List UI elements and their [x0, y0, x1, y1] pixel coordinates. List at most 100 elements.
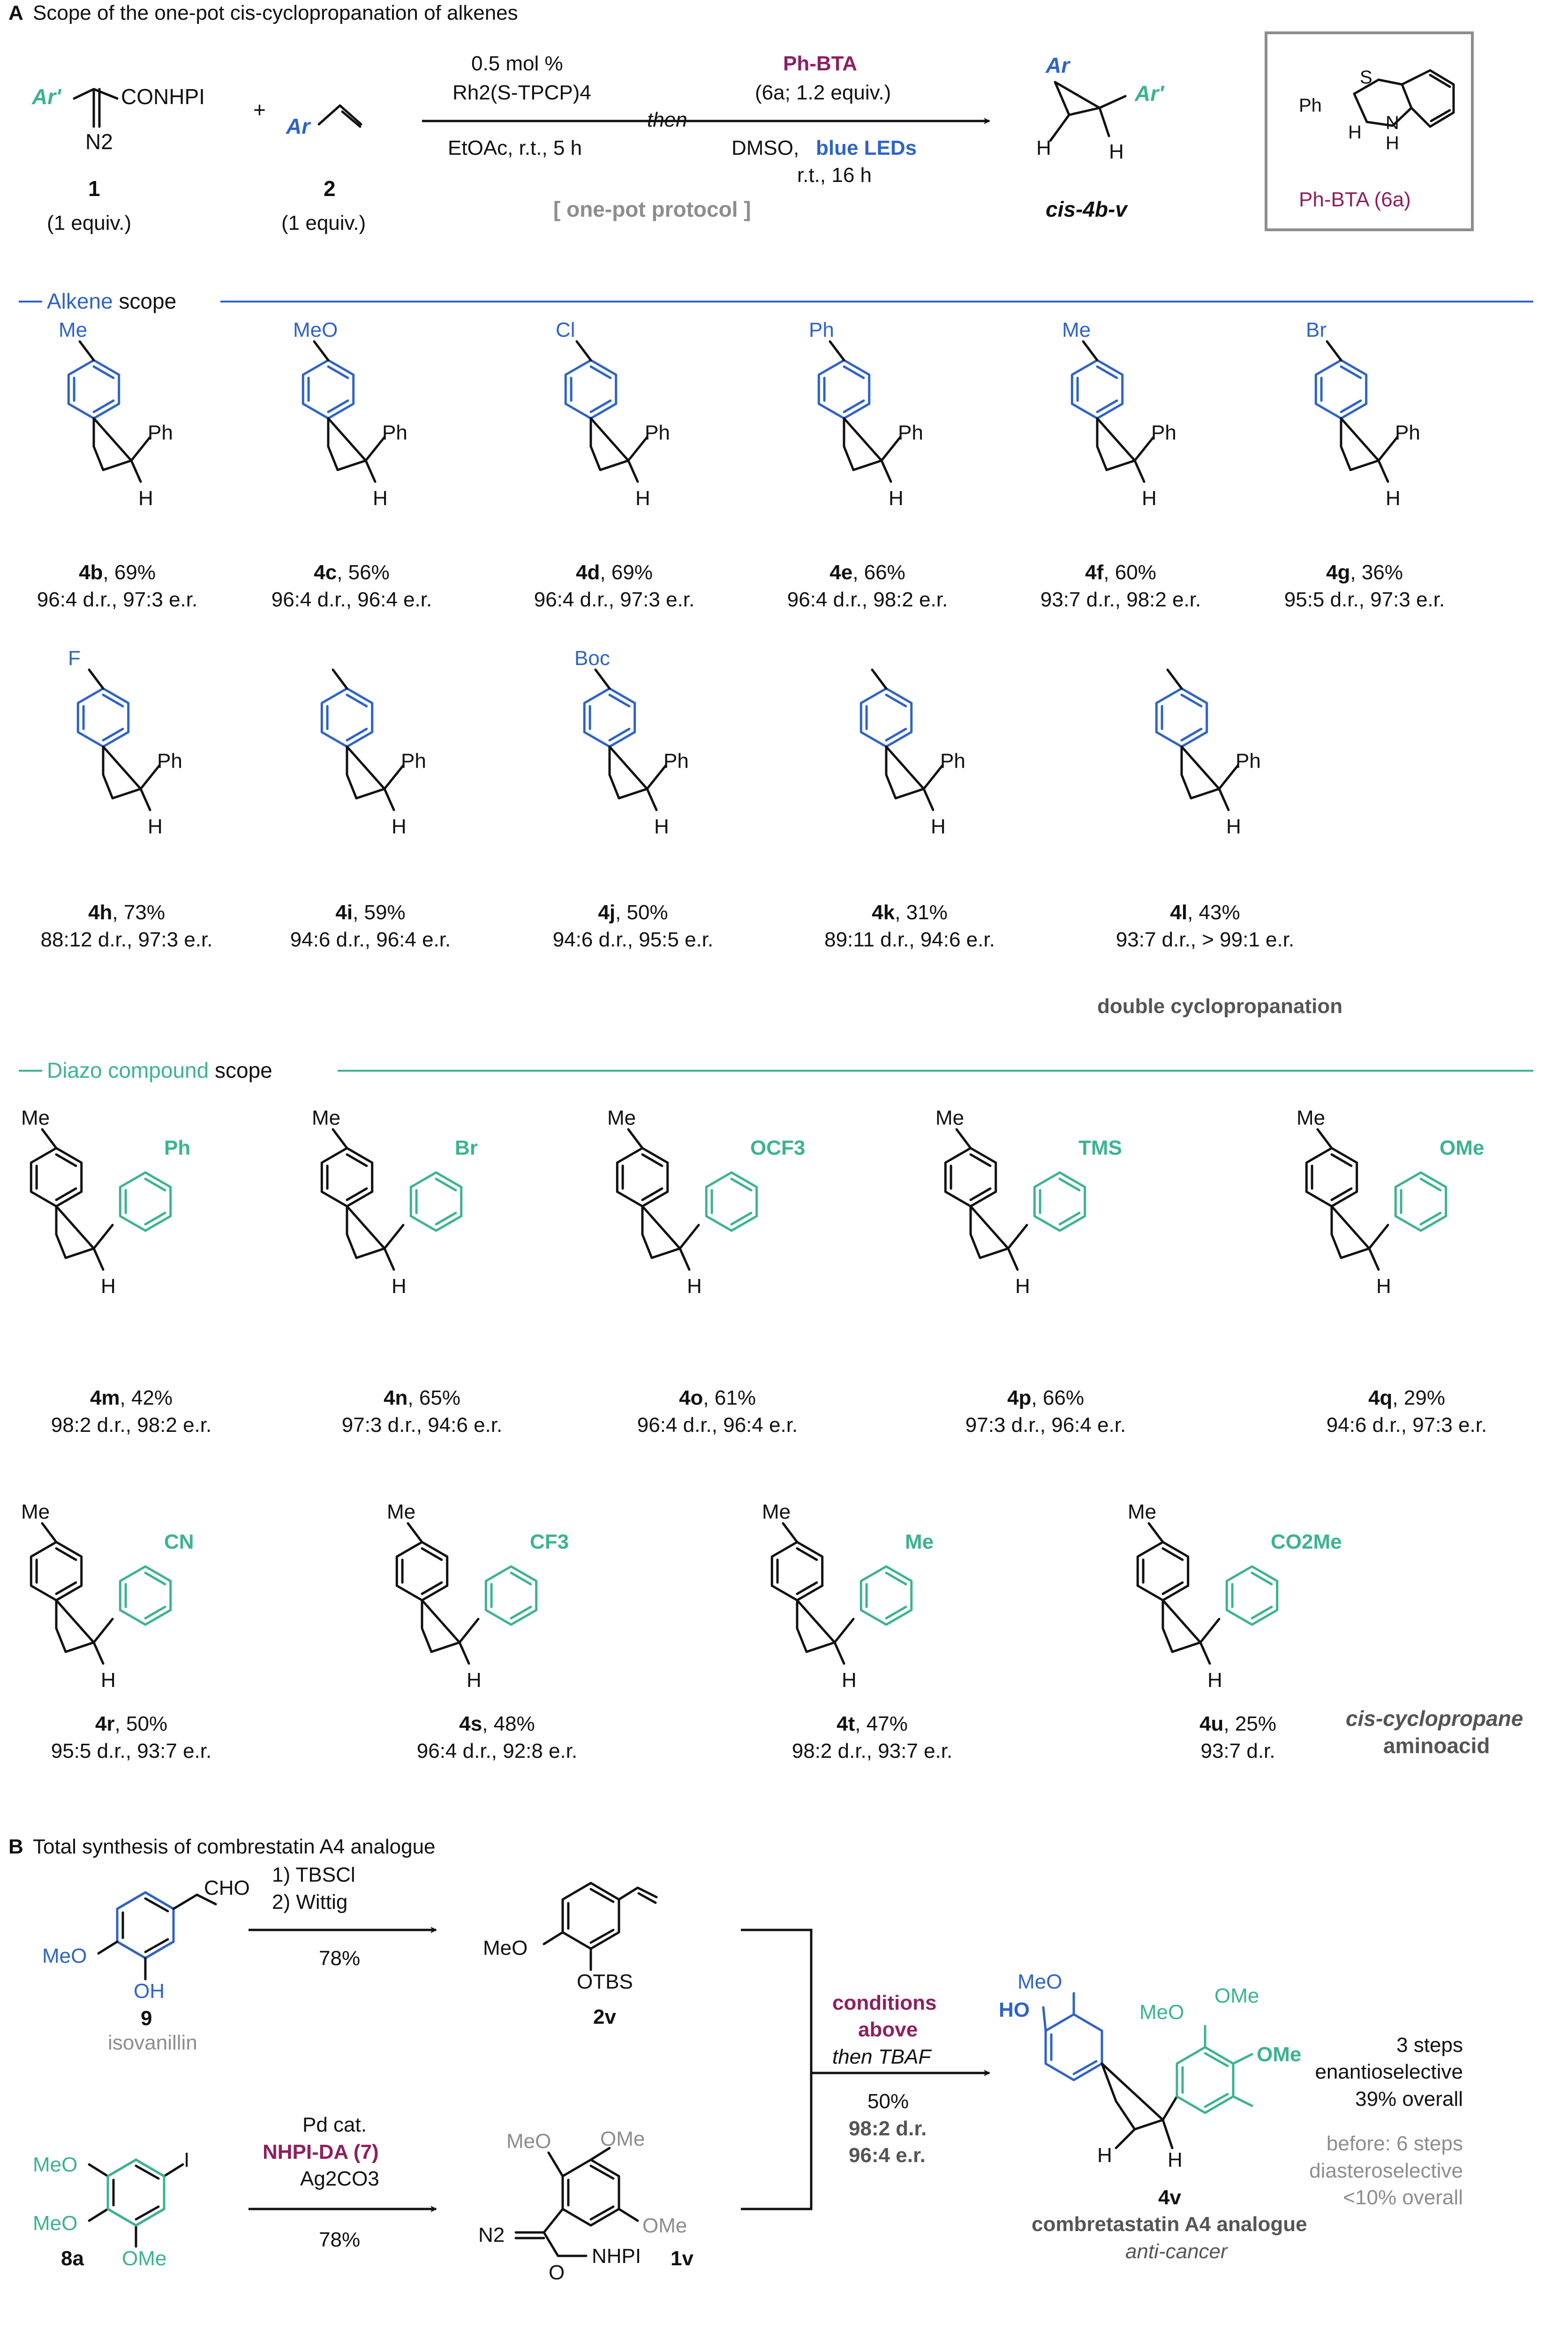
cmp8a-meo-2: MeO — [33, 2212, 77, 2235]
compound-id: 4n — [384, 1386, 407, 1409]
aryl-ring-double-bonds — [950, 1153, 992, 1201]
reagent-1-ar-label: Ar' — [31, 84, 62, 109]
diazo-aryl-ring — [409, 1171, 463, 1232]
substituent-bond — [871, 668, 888, 690]
product-label: cis-4b-v — [1046, 197, 1128, 221]
aryl-ring-double-bonds — [865, 694, 907, 741]
cmp4v-cyclopropane — [1101, 2062, 1178, 2149]
ph-bta-n: N — [1386, 113, 1399, 133]
alkene-scope-header: Alkene scope — [19, 289, 1533, 313]
diazo-aryl-ring — [1225, 1565, 1279, 1626]
compound-caption: 4b, 69%96:4 d.r., 97:3 e.r. — [37, 561, 197, 611]
aryl-ring-double-bonds — [307, 365, 349, 413]
cmp9-ring-blue — [116, 1891, 175, 1959]
h-atom: H — [931, 815, 946, 838]
cyclopropane-bonds — [55, 1205, 114, 1271]
h-atom: H — [1226, 815, 1241, 838]
compound-selectivity: 97:3 d.r., 94:6 e.r. — [342, 1414, 502, 1437]
cyclopropane-bonds — [346, 745, 405, 811]
compound-id-yield: 4g, 36% — [1326, 561, 1403, 584]
h-atom: H — [687, 1275, 702, 1298]
compound-caption: 4f, 60%93:7 d.r., 98:2 e.r. — [1040, 561, 1201, 611]
compound-4v: MeO HO MeO OMe OMe H H 4v combretastatin… — [999, 1970, 1307, 2263]
compound-caption: 4u, 25%93:7 d.r. — [1199, 1712, 1276, 1763]
diazo-substituent-label: CN — [164, 1530, 194, 1553]
cyclopropane-bonds — [1340, 417, 1399, 483]
compound-id: 4c — [314, 561, 337, 584]
substituent-bond — [1147, 1522, 1164, 1543]
diazo-aryl-ring — [1394, 1171, 1447, 1232]
diazo-aryl-double-bonds — [710, 1178, 753, 1225]
cyclopropane-bonds — [796, 1599, 855, 1665]
cmp1v-n2: N2 — [478, 2224, 505, 2247]
alkene-scope-title: Alkene scope — [47, 289, 176, 313]
aryl-ring-double-bonds — [73, 365, 115, 413]
cyclopropane-bonds — [92, 417, 151, 483]
ph-bta-box: S Ph N H H Ph-BTA (6a) — [1265, 31, 1474, 231]
compound-id: 4q — [1368, 1386, 1392, 1409]
compound-id: 4d — [576, 561, 600, 584]
diazo-aryl-double-bonds — [415, 1178, 457, 1225]
step-1-yield: 78% — [319, 1947, 360, 1970]
substituent-bond — [1326, 340, 1342, 362]
diazo-scope-title: Diazo compound scope — [47, 1058, 272, 1082]
reagent-1-n2-label: N2 — [85, 129, 113, 154]
compound-selectivity: 89:11 d.r., 94:6 e.r. — [824, 928, 995, 951]
substituent-label: Me — [607, 1106, 636, 1129]
substituent-label: Boc — [574, 647, 610, 670]
compound-id-yield: 4d, 69% — [576, 561, 653, 584]
substituent-bond — [782, 1522, 799, 1543]
cmp1v-meo: MeO — [506, 2130, 551, 2153]
aminoacid-note-2: aminoacid — [1383, 1733, 1490, 1758]
aryl-ring — [1136, 1541, 1190, 1602]
compound-id: 4h — [88, 901, 112, 924]
aminoacid-note-1: cis-cyclopropane — [1346, 1706, 1523, 1731]
aryl-ring — [944, 1147, 997, 1208]
diazo-aryl-double-bonds — [1039, 1178, 1081, 1225]
cmp4v-id: 4v — [1158, 2186, 1181, 2209]
diazo-aryl-double-bonds — [865, 1572, 907, 1619]
product-h-2: H — [1109, 140, 1124, 163]
aryl-ring-double-bonds — [1076, 365, 1118, 413]
aryl-ring-double-bonds — [82, 694, 124, 741]
cmp9-id: 9 — [141, 2007, 152, 2030]
ph-group: Ph — [940, 749, 965, 772]
product-ar-label: Ar — [1045, 53, 1070, 77]
diazo-scope-captions: 4m, 42%98:2 d.r., 98:2 e.r.4n, 65%97:3 d… — [51, 1386, 1487, 1763]
h-atom: H — [635, 487, 650, 510]
cmp4v-use: anti-cancer — [1125, 2240, 1229, 2263]
compound-caption: 4t, 47%98:2 d.r., 93:7 e.r. — [792, 1712, 952, 1763]
cmp9-cho-bond — [172, 1893, 217, 1910]
cmp2v-bonds — [543, 1882, 658, 1971]
diazo-aryl-double-bonds — [124, 1178, 166, 1225]
diazo-scope-colored: Diazo compound — [47, 1058, 209, 1082]
compound-id: 4p — [1007, 1386, 1031, 1409]
diazo-aryl-ring — [705, 1171, 758, 1232]
aryl-ring — [1070, 359, 1124, 420]
cmp9-ring — [116, 1891, 175, 1959]
cmp9-oh: OH — [134, 1980, 165, 2003]
aryl-ring — [564, 359, 618, 420]
aryl-ring-double-bonds — [326, 1153, 368, 1201]
diazo-substituent-label: OMe — [1440, 1136, 1484, 1159]
cmp4v-name: combretastatin A4 analogue — [1032, 2213, 1307, 2236]
compound-caption: 4j, 50%94:6 d.r., 95:5 e.r. — [553, 901, 713, 951]
h-atom: H — [654, 815, 669, 838]
condition-solvent-1: EtOAc, r.t., 5 h — [448, 136, 582, 159]
aryl-ring-double-bonds — [1320, 365, 1362, 413]
substituent-bond — [594, 668, 611, 690]
compound-caption: 4d, 69%96:4 d.r., 97:3 e.r. — [534, 561, 694, 611]
compound-selectivity: 93:7 d.r., 98:2 e.r. — [1040, 588, 1201, 611]
h-atom: H — [392, 1275, 407, 1298]
ph-group: Ph — [157, 749, 182, 772]
h-atom: H — [1207, 1669, 1222, 1692]
condition-ph-bta: Ph-BTA — [783, 52, 857, 75]
convergence-bracket — [741, 1929, 813, 2210]
cyclopropane-bonds — [1330, 1205, 1389, 1271]
cyclopropane-bonds — [641, 1205, 700, 1271]
